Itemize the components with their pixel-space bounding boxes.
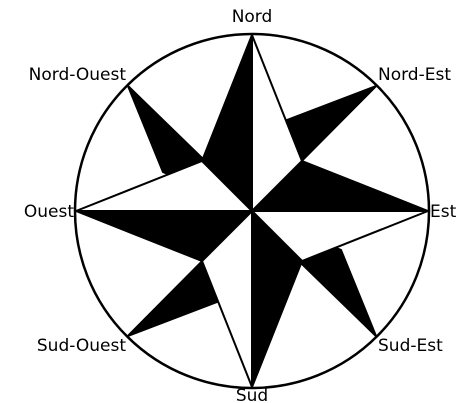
label-nord-est: Nord-Est bbox=[378, 65, 451, 85]
label-sud-ouest: Sud-Ouest bbox=[37, 336, 126, 356]
label-sud: Sud bbox=[236, 386, 268, 403]
label-est: Est bbox=[430, 202, 457, 222]
label-nord-ouest: Nord-Ouest bbox=[29, 65, 127, 85]
label-nord: Nord bbox=[232, 7, 273, 27]
label-ouest: Ouest bbox=[24, 202, 74, 222]
label-sud-est: Sud-Est bbox=[378, 336, 443, 356]
